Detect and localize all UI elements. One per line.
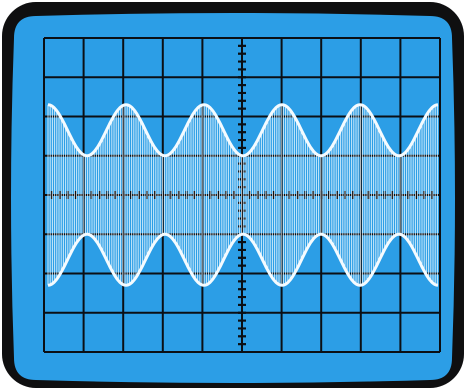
oscilloscope-display bbox=[10, 12, 456, 384]
oscilloscope-screen bbox=[10, 12, 456, 384]
